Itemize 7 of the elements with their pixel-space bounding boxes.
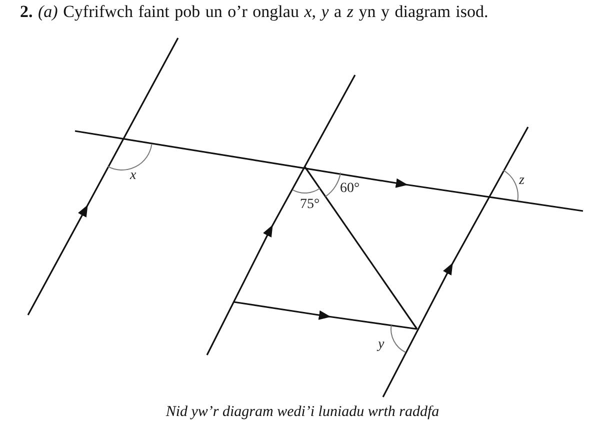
angle-label: 60° [340, 181, 360, 197]
angle-label: x [130, 168, 136, 184]
caption: Nid yw’r diagram wedi’i luniadu wrth raddfa [164, 404, 440, 421]
angle-label: z [519, 173, 524, 189]
question-text: 2. (a) Cyfrifwch faint pob un o’r onglau x, y a z yn y diagram isod. [20, 2, 488, 22]
angle-label: 75° [300, 197, 320, 213]
angle-label: y [378, 337, 384, 353]
